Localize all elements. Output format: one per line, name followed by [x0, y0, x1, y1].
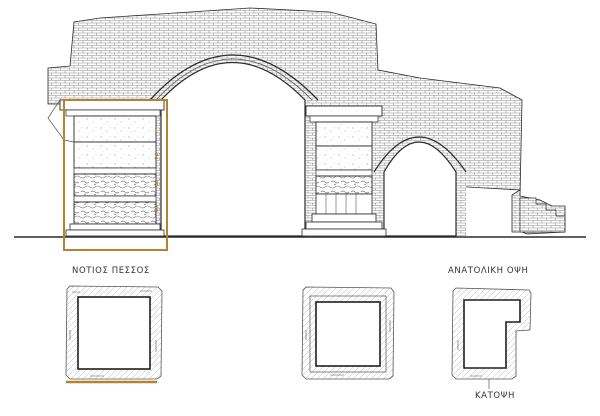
- plan-central-pier: [301, 286, 395, 380]
- course-number-3: 3: [154, 179, 159, 188]
- south-pier: [47, 99, 165, 237]
- caption-east-elevation: ΑΝΑΤΟΛΙΚΗ ΟΨΗ: [448, 266, 529, 276]
- small-arch: [372, 134, 467, 237]
- course-number-2: 2: [154, 152, 159, 161]
- central-pier: [301, 105, 387, 237]
- caption-south-pier: ΝΟΤΙΟΣ ΠΕΣΣΟΣ: [72, 266, 150, 276]
- course-number-4: 4: [154, 205, 159, 214]
- plan-south-pier: [65, 285, 163, 384]
- plan-east-pier: [451, 287, 532, 389]
- main-arch: [143, 40, 319, 237]
- course-number-1: 1: [154, 126, 159, 135]
- south-pier-highlight-frame: [63, 99, 168, 251]
- caption-plan: ΚΑΤΟΨΗ: [475, 391, 515, 401]
